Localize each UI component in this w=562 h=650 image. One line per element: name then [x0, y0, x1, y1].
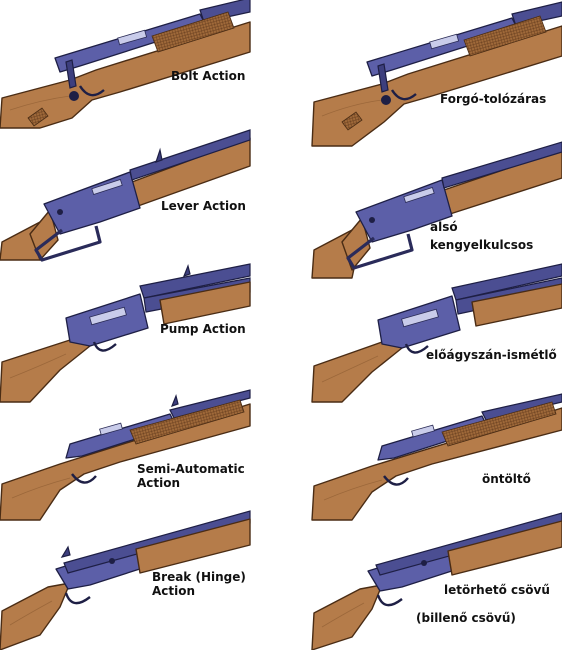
left-row-break: Break (Hinge) Action [0, 510, 270, 650]
label-forgo-tolozaras: Forgó-tolózáras [440, 92, 546, 106]
label-line: Break (Hinge) [152, 570, 246, 584]
label-ontolto: öntöltő [482, 472, 531, 486]
label-break-hinge-action: Break (Hinge) Action [152, 570, 246, 598]
label-pump-action: Pump Action [160, 322, 246, 336]
label-letorheto-csovu: letörhető csövű (billenő csövű) [416, 583, 550, 625]
semi-automatic-rifle-illustration-right [311, 393, 562, 521]
pump-action-rifle-illustration [0, 263, 251, 403]
pump-action-rifle-illustration-right [311, 263, 562, 403]
bolt-action-rifle-illustration-right [311, 1, 562, 147]
label-also-kengyelkulcsos: alsó kengyelkulcsos [430, 220, 533, 252]
label-bolt-action: Bolt Action [171, 69, 245, 83]
left-row-pump: Pump Action [0, 262, 270, 403]
label-semi-automatic-action: Semi-Automatic Action [137, 462, 245, 490]
lever-action-rifle-illustration [0, 129, 251, 262]
break-action-rifle-illustration-right [311, 512, 562, 650]
label-line: (billenő csövű) [416, 611, 516, 625]
right-row-break: letörhető csövű (billenő csövű) [311, 512, 562, 650]
label-line: Bolt Action [171, 69, 246, 83]
left-row-semi-auto: Semi-Automatic Action [0, 389, 270, 521]
label-line: alsó [430, 220, 458, 234]
right-row-lever: alsó kengyelkulcsos [311, 141, 562, 280]
label-line: előágyszán-ismétlő [426, 348, 557, 362]
right-row-semi-auto: öntöltő [311, 390, 562, 521]
label-line [416, 597, 550, 611]
lever-action-rifle-illustration-right [311, 141, 562, 279]
label-line: Pump Action [160, 322, 246, 336]
left-row-bolt: Bolt Action [0, 0, 270, 130]
bolt-action-rifle-illustration [0, 0, 251, 129]
right-row-pump: előágyszán-ismétlő [311, 262, 562, 403]
semi-automatic-rifle-illustration [0, 389, 251, 521]
label-line: Action [137, 476, 181, 490]
label-line: Action [152, 584, 196, 598]
right-row-bolt: Forgó-tolózáras [311, 0, 562, 150]
label-line: kengyelkulcsos [430, 238, 534, 252]
label-line: Semi-Automatic [137, 462, 245, 476]
left-row-lever: Lever Action [0, 129, 270, 262]
label-lever-action: Lever Action [161, 199, 246, 213]
label-line: letörhető csövű [444, 583, 550, 597]
label-eloagyszan-ismetlo: előágyszán-ismétlő [426, 348, 557, 362]
label-line: Lever Action [161, 199, 246, 213]
label-line: Forgó-tolózáras [440, 92, 547, 106]
break-action-rifle-illustration [0, 510, 251, 650]
label-line: öntöltő [482, 472, 531, 486]
